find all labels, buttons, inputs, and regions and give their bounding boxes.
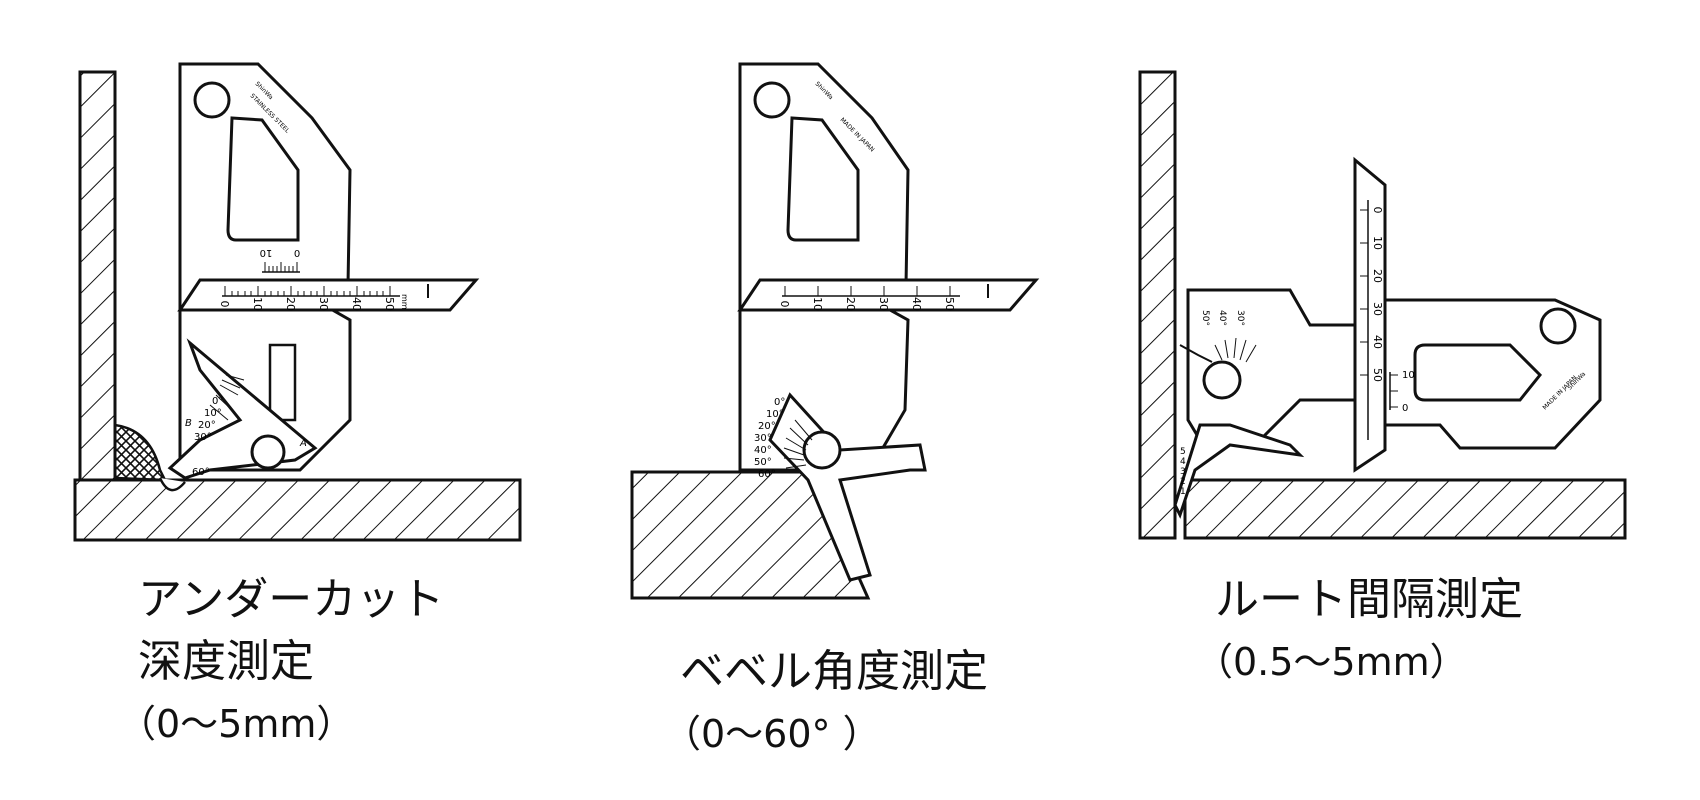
angle2-20: 20° <box>758 421 776 432</box>
angle-20: 20° <box>198 420 216 431</box>
base-plate-3 <box>1183 478 1627 540</box>
ruler-label-10: 10 <box>251 297 264 311</box>
gauge-body-3 <box>1186 288 1602 450</box>
small3-label-0: 0 <box>1402 403 1408 414</box>
symbol-a: A <box>299 438 307 449</box>
ruler-label-50: 50 <box>383 297 396 311</box>
panel-root-gap: 0 10 20 30 40 50 10 0 <box>1138 70 1627 540</box>
ruler-label-30: 30 <box>317 297 330 311</box>
vruler-label-50: 50 <box>1371 368 1384 382</box>
pivot-arm-2: 0° 10° 20° 30° 40° 50° 60° <box>754 392 927 582</box>
ruler2-label-0: 0 <box>778 301 791 308</box>
ruler-label-20: 20 <box>284 297 297 311</box>
small-scale-label-10: 10 <box>260 247 273 258</box>
small-scale-label-0: 0 <box>294 247 300 258</box>
vruler-label-30: 30 <box>1371 302 1384 316</box>
main-ruler-2: 0 10 20 30 40 50 <box>737 278 1040 312</box>
vruler-label-0: 0 <box>1371 207 1384 214</box>
panel-bevel: 0 10 20 30 40 50 0° 10° 20° 30° 40° 50° … <box>630 62 1040 600</box>
caption-undercut-range: （0～5mm） <box>118 702 355 746</box>
root-step-1: 1 <box>1180 487 1186 497</box>
ruler2-label-30: 30 <box>877 297 890 311</box>
angle-30: 30° <box>194 432 212 443</box>
root-step-4: 4 <box>1180 457 1186 467</box>
angle2-50: 50° <box>754 457 772 468</box>
body-window <box>226 116 300 242</box>
caption-rootgap-range: （0.5～5mm） <box>1195 640 1468 684</box>
caption-bevel-range: （0～60° ） <box>663 712 881 756</box>
ruler-unit: mm <box>400 294 409 310</box>
vruler-label-40: 40 <box>1371 335 1384 349</box>
vruler-label-20: 20 <box>1371 269 1384 283</box>
pivot-screw-2 <box>802 430 842 470</box>
body-window-3 <box>1413 343 1543 402</box>
angle2-30: 30° <box>754 433 772 444</box>
caption-bevel-line1: ベベル角度測定 <box>680 646 988 697</box>
body-window-2 <box>786 116 860 242</box>
panel-undercut: 0 10 0 10 20 30 40 50 <box>73 62 522 542</box>
undercut-groove <box>158 477 186 492</box>
bevel-plate <box>630 470 871 600</box>
ruler2-label-50: 50 <box>943 297 956 311</box>
pivot-arm-3: 1 2 3 4 5 50° 40° 30° <box>1173 310 1305 519</box>
weld-bead <box>113 423 168 482</box>
caption-undercut-line2: 深度測定 <box>138 636 314 687</box>
caption-undercut-line1: アンダーカット <box>138 574 445 625</box>
caption-rootgap-line1: ルート間隔測定 <box>1215 574 1523 625</box>
hanging-hole-2 <box>753 81 791 119</box>
small3-label-10: 10 <box>1402 370 1415 381</box>
main-ruler: 0 10 20 30 40 50 mm <box>177 278 480 312</box>
pivot-screw-3 <box>1202 360 1242 400</box>
root-step-3: 3 <box>1180 467 1186 477</box>
pivot-screw <box>250 434 286 470</box>
angle2-10: 10° <box>766 409 784 420</box>
angle2-60: 60° <box>758 469 776 480</box>
angle-10: 10° <box>204 408 222 419</box>
symbol-b: B <box>185 418 192 429</box>
ruler2-label-40: 40 <box>910 297 923 311</box>
root-step-5: 5 <box>1180 447 1186 457</box>
small-scale: 0 10 <box>260 247 300 273</box>
base-plate <box>73 478 522 542</box>
hanging-hole <box>193 81 231 119</box>
small-scale-3: 10 0 <box>1389 370 1415 414</box>
vertical-plate <box>78 70 117 482</box>
angle2-0: 0° <box>774 397 785 408</box>
angle3-40: 40° <box>1217 310 1227 326</box>
vertical-ruler: 0 10 20 30 40 50 <box>1353 156 1387 473</box>
pivot-arm: 0° 10° 20° 30° 60° B A <box>167 338 318 480</box>
hanging-hole-3 <box>1539 307 1577 345</box>
angle3-30: 30° <box>1235 310 1245 326</box>
lower-window <box>268 343 297 422</box>
angle-60: 60° <box>192 467 210 478</box>
ruler2-label-20: 20 <box>844 297 857 311</box>
ruler2-label-10: 10 <box>811 297 824 311</box>
angle3-50: 50° <box>1200 310 1210 326</box>
vruler-label-10: 10 <box>1371 236 1384 250</box>
root-step-2: 2 <box>1180 477 1186 487</box>
ruler-label-0: 0 <box>218 301 231 308</box>
angle2-40: 40° <box>754 445 772 456</box>
ruler-label-40: 40 <box>350 297 363 311</box>
vertical-plate-3 <box>1138 70 1177 540</box>
angle-0: 0° <box>212 396 223 407</box>
